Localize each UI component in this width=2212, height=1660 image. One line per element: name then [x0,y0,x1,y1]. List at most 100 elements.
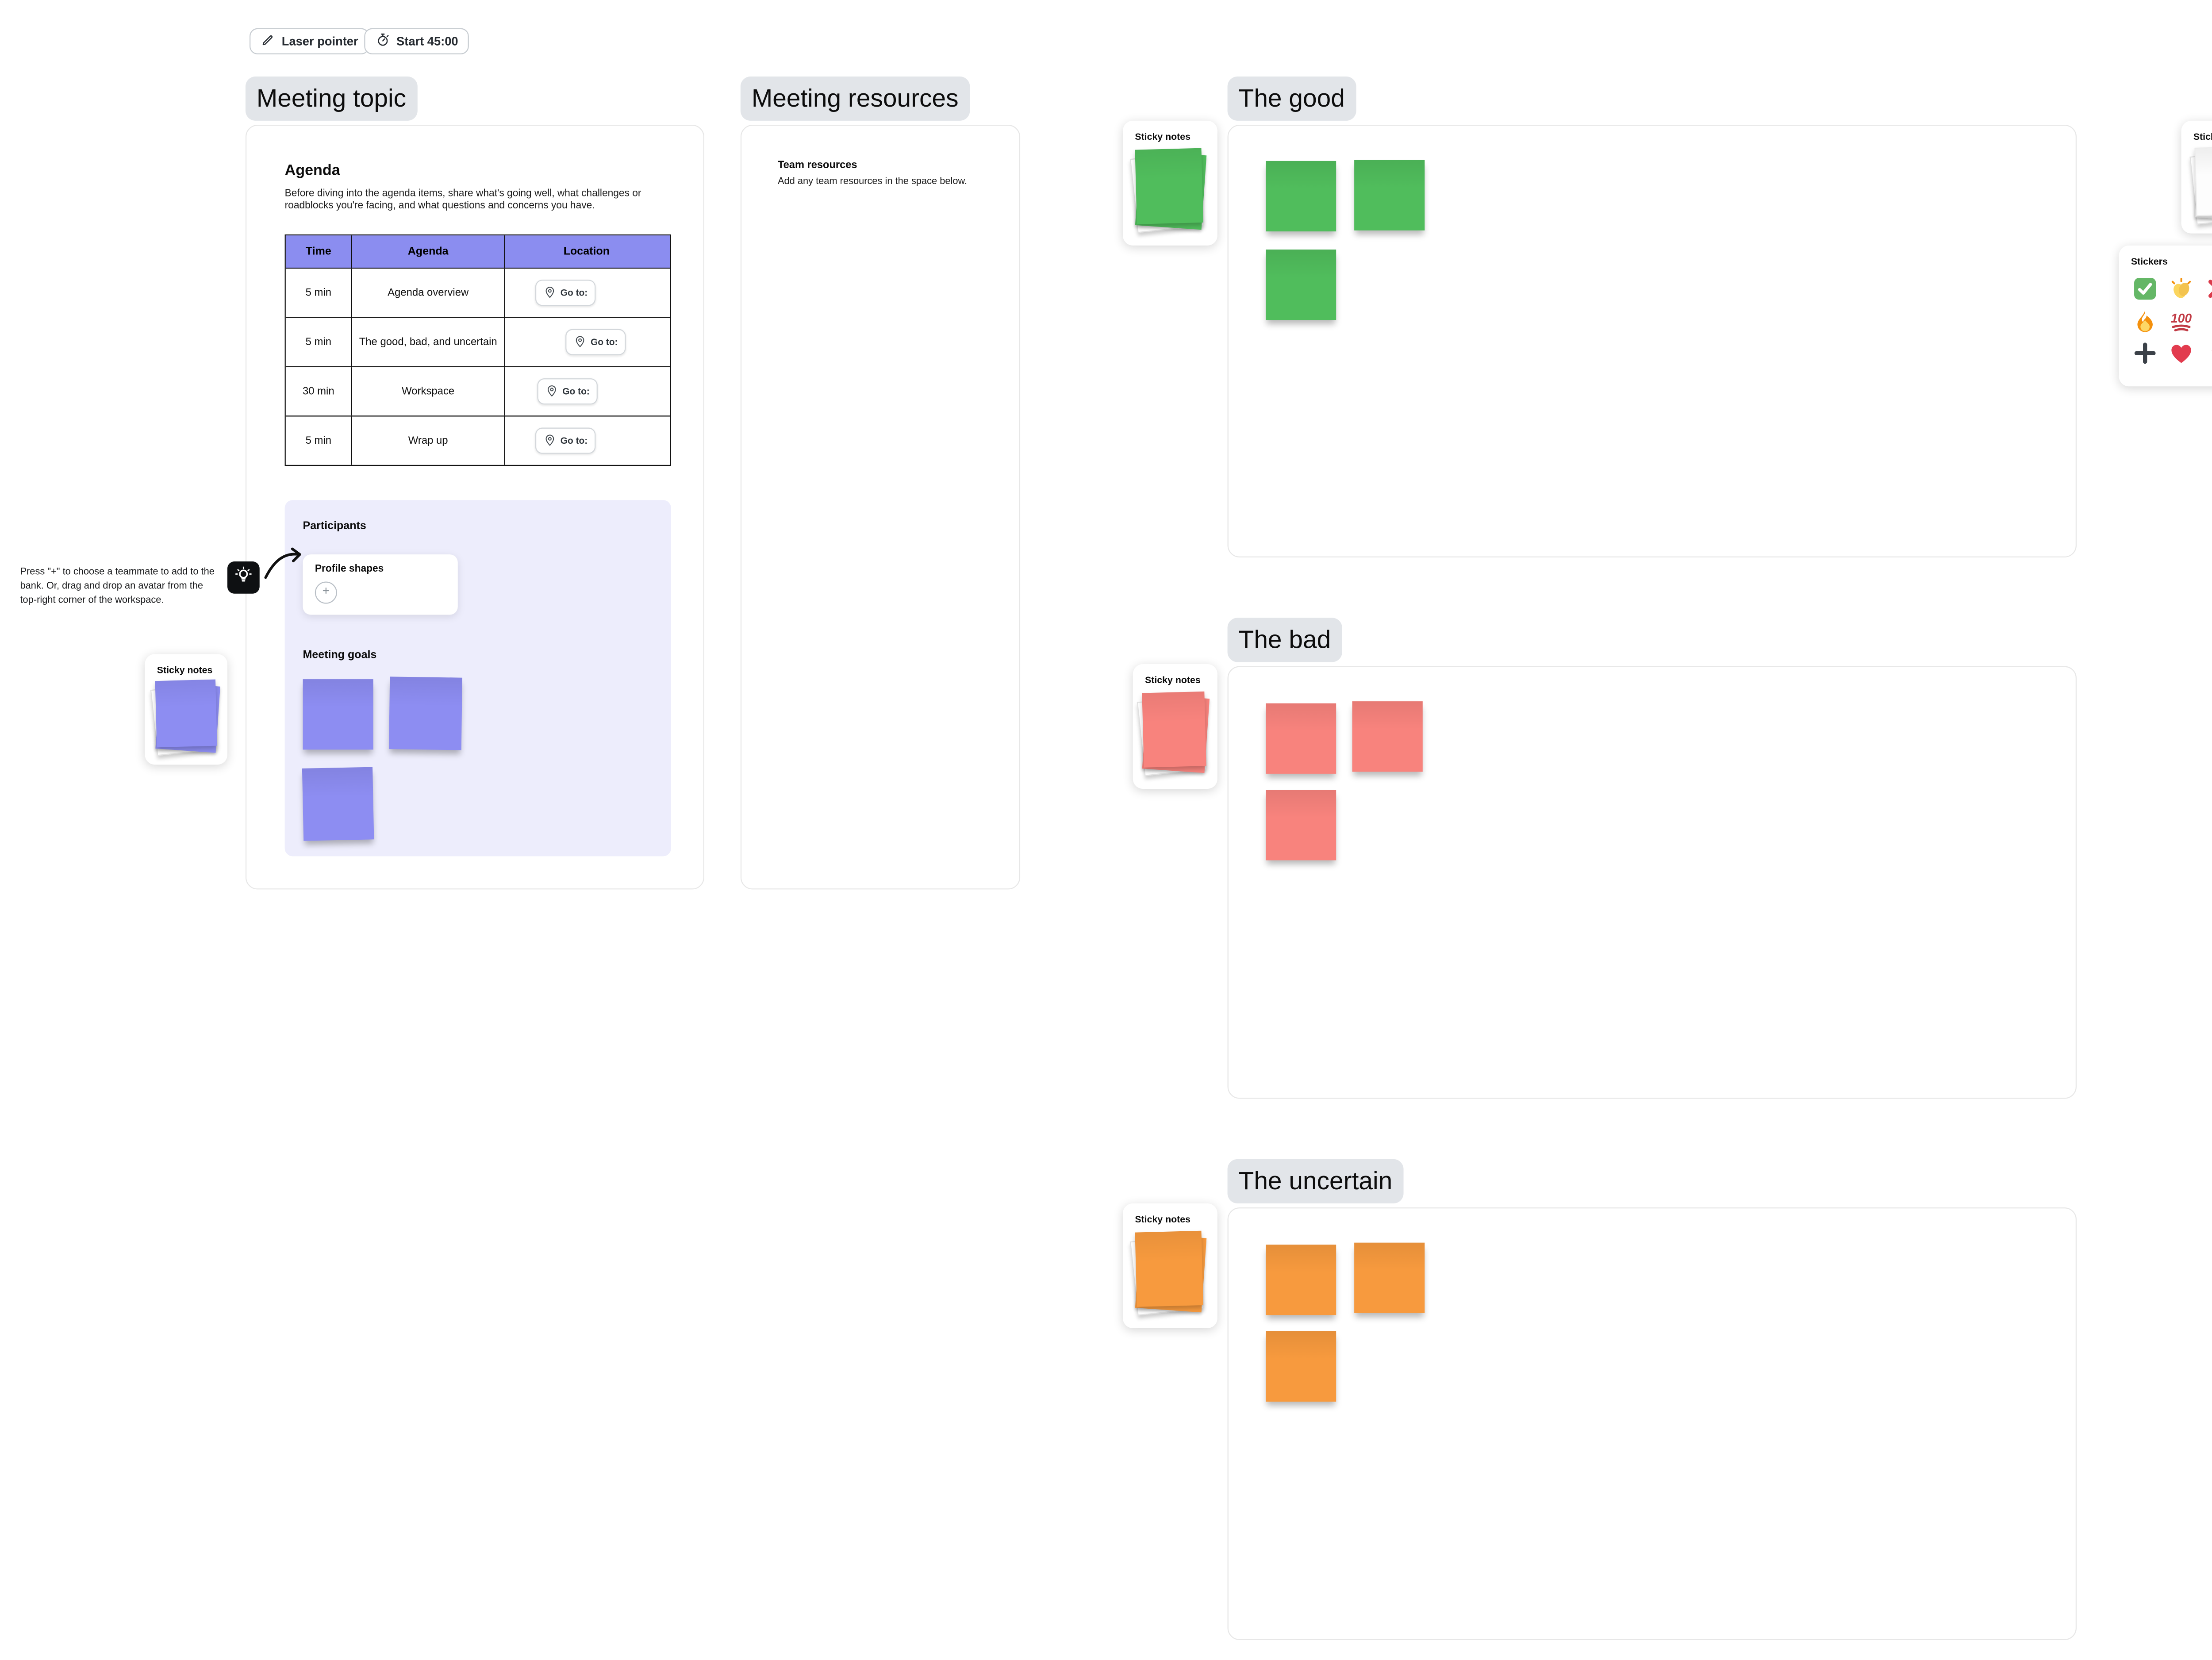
sticky-notes-bank-purple[interactable]: Sticky notes [145,654,227,765]
participants-title: Participants [303,520,366,533]
sticky-note-good[interactable] [1354,160,1425,231]
sticky-note-uncertain[interactable] [1265,1245,1336,1315]
sticky-notes-bank-label: Sticky notes [2193,131,2212,142]
sticky-note-bad[interactable] [1265,790,1336,861]
sticky-note-goal[interactable] [302,767,374,841]
svg-text:100: 100 [2171,311,2192,326]
red-heart-icon[interactable] [2168,340,2194,366]
section-title-meeting-topic[interactable]: Meeting topic [245,76,418,121]
tip-text: Press "+" to choose a teammate to add to… [20,566,215,606]
location-pin-icon [545,384,559,399]
agenda-row: 5 min Agenda overview Go to: [285,269,670,318]
go-to-label: Go to: [562,386,590,397]
agenda-row: 5 min Wrap up Go to: [285,416,670,465]
location-pin-icon [573,334,587,350]
sticky-note-bad[interactable] [1265,703,1336,774]
section-title-meeting-resources[interactable]: Meeting resources [740,76,970,121]
sticky-sheet[interactable] [2194,146,2212,216]
hundred-points-icon[interactable]: 100 [2168,308,2194,334]
agenda-row-item: Agenda overview [352,269,505,317]
sticky-note-good[interactable] [1265,161,1336,232]
check-mark-icon[interactable] [2132,276,2158,302]
cross-mark-icon[interactable] [2204,276,2212,302]
agenda-table: Time Agenda Location 5 min Agenda overvi… [284,234,671,466]
column-header-location: Location [563,245,610,258]
go-to-button[interactable]: Go to: [565,329,626,355]
section-title-the-bad[interactable]: The bad [1227,618,1342,662]
plus-icon[interactable] [2132,340,2158,366]
agenda-row-time: 5 min [286,416,352,465]
agenda-row-time: 5 min [286,269,352,317]
plus-icon [320,584,332,602]
go-to-label: Go to: [560,288,588,298]
timer-icon [375,32,390,50]
section-title-the-uncertain[interactable]: The uncertain [1227,1159,1404,1203]
meeting-resources-panel: Team resources Add any team resources in… [740,125,1021,890]
sticky-notes-bank-label: Sticky notes [1135,131,1190,142]
column-header-time: Time [286,235,352,268]
svg-text:?: ? [2211,342,2212,366]
go-to-label: Go to: [560,435,588,446]
participants-section: Participants Profile shapes Meeting goal… [284,500,671,857]
the-good-panel [1227,125,2077,557]
sticky-notes-bank-red[interactable]: Sticky notes [1133,664,1217,789]
agenda-table-header: Time Agenda Location [285,235,670,269]
go-to-button[interactable]: Go to: [535,280,596,306]
column-header-agenda: Agenda [352,235,505,268]
question-mark-icon[interactable]: ? [2204,340,2212,366]
sticky-notes-bank-green[interactable]: Sticky notes [1123,120,1217,246]
team-resources-title: Team resources [777,160,857,171]
agenda-row-item: Workspace [352,367,505,416]
location-pin-icon [543,285,557,300]
tip-chip [227,561,260,594]
the-uncertain-panel [1227,1207,2077,1641]
clapping-hands-icon[interactable] [2168,276,2194,302]
sticky-notes-bank-orange[interactable]: Sticky notes [1123,1203,1217,1328]
laser-pointer-icon [261,32,276,50]
sticky-note-uncertain[interactable] [1265,1331,1336,1402]
start-timer-label: Start 45:00 [396,34,458,49]
add-avatar-button[interactable] [315,581,337,604]
section-title-the-good[interactable]: The good [1227,76,1356,121]
stickers-bank[interactable]: Stickers 100 ? [2119,245,2212,387]
agenda-heading: Agenda [284,162,340,179]
meeting-goals-title: Meeting goals [303,649,377,661]
sticky-note-goal[interactable] [303,679,373,750]
laser-pointer-label: Laser pointer [281,34,358,49]
laser-pointer-button[interactable]: Laser pointer [250,28,369,54]
stickers-title: Stickers [2131,255,2168,267]
the-bad-panel [1227,666,2077,1099]
sticky-note-bad[interactable] [1352,701,1423,772]
lightbulb-icon [234,565,253,590]
profile-shapes-label: Profile shapes [315,563,384,575]
go-to-label: Go to: [590,337,618,347]
location-pin-icon [543,433,557,448]
curved-arrow [261,543,306,587]
go-to-button[interactable]: Go to: [535,427,596,454]
sticky-note-uncertain[interactable] [1354,1242,1425,1313]
sticky-notes-bank-white[interactable]: Sticky notes [2181,120,2212,234]
sticky-sheet[interactable] [1135,148,1203,224]
agenda-row-item: Wrap up [352,416,505,465]
sticky-note-goal[interactable] [388,676,463,750]
agenda-row-time: 30 min [286,367,352,416]
sticky-note-good[interactable] [1265,250,1336,320]
agenda-row-item: The good, bad, and uncertain [352,318,505,366]
agenda-description: Before diving into the agenda items, sha… [284,188,641,211]
sticky-sheet[interactable] [1135,1230,1203,1307]
index-pointing-up-icon[interactable] [2204,308,2212,334]
start-timer-button[interactable]: Start 45:00 [364,28,469,54]
sticky-notes-bank-label: Sticky notes [157,664,213,676]
sticky-sheet[interactable] [155,679,217,748]
sticky-notes-bank-label: Sticky notes [1135,1213,1190,1225]
fire-icon[interactable] [2132,308,2158,334]
meeting-topic-panel: Agenda Before diving into the agenda ite… [245,125,704,890]
sticky-notes-bank-label: Sticky notes [1145,674,1201,685]
sticky-sheet[interactable] [1142,691,1206,768]
agenda-row: 5 min The good, bad, and uncertain Go to… [285,318,670,368]
agenda-row-time: 5 min [286,318,352,366]
go-to-button[interactable]: Go to: [537,378,598,405]
profile-shapes-card: Profile shapes [303,554,458,615]
stickers-grid: 100 ? [2132,276,2212,366]
